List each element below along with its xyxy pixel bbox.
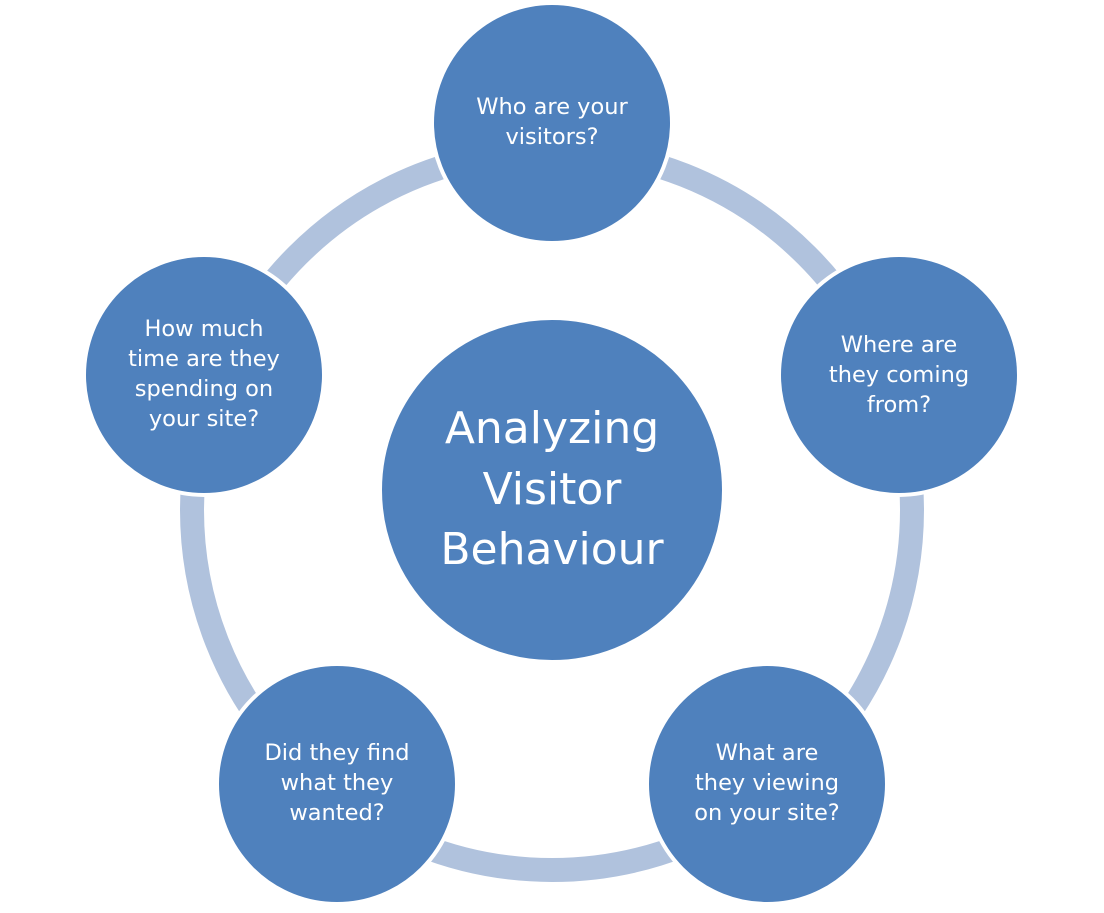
node-label-did: Did they find what they wanted? (264, 740, 410, 826)
node-label-who: Who are your visitors? (476, 94, 628, 150)
node-label-where: Where are they coming from? (828, 332, 970, 418)
node-circle-where (777, 253, 1021, 497)
node-circle-who (430, 1, 674, 245)
node-label-time: How much time are they spending on your … (128, 316, 280, 432)
node-circle-time (82, 253, 326, 497)
node-circle-what (645, 662, 889, 906)
center-circle (378, 316, 726, 664)
node-circle-did (215, 662, 459, 906)
node-label-what: What are they viewing on your site? (694, 740, 840, 826)
center-title: Analyzing Visitor Behaviour (440, 402, 664, 576)
